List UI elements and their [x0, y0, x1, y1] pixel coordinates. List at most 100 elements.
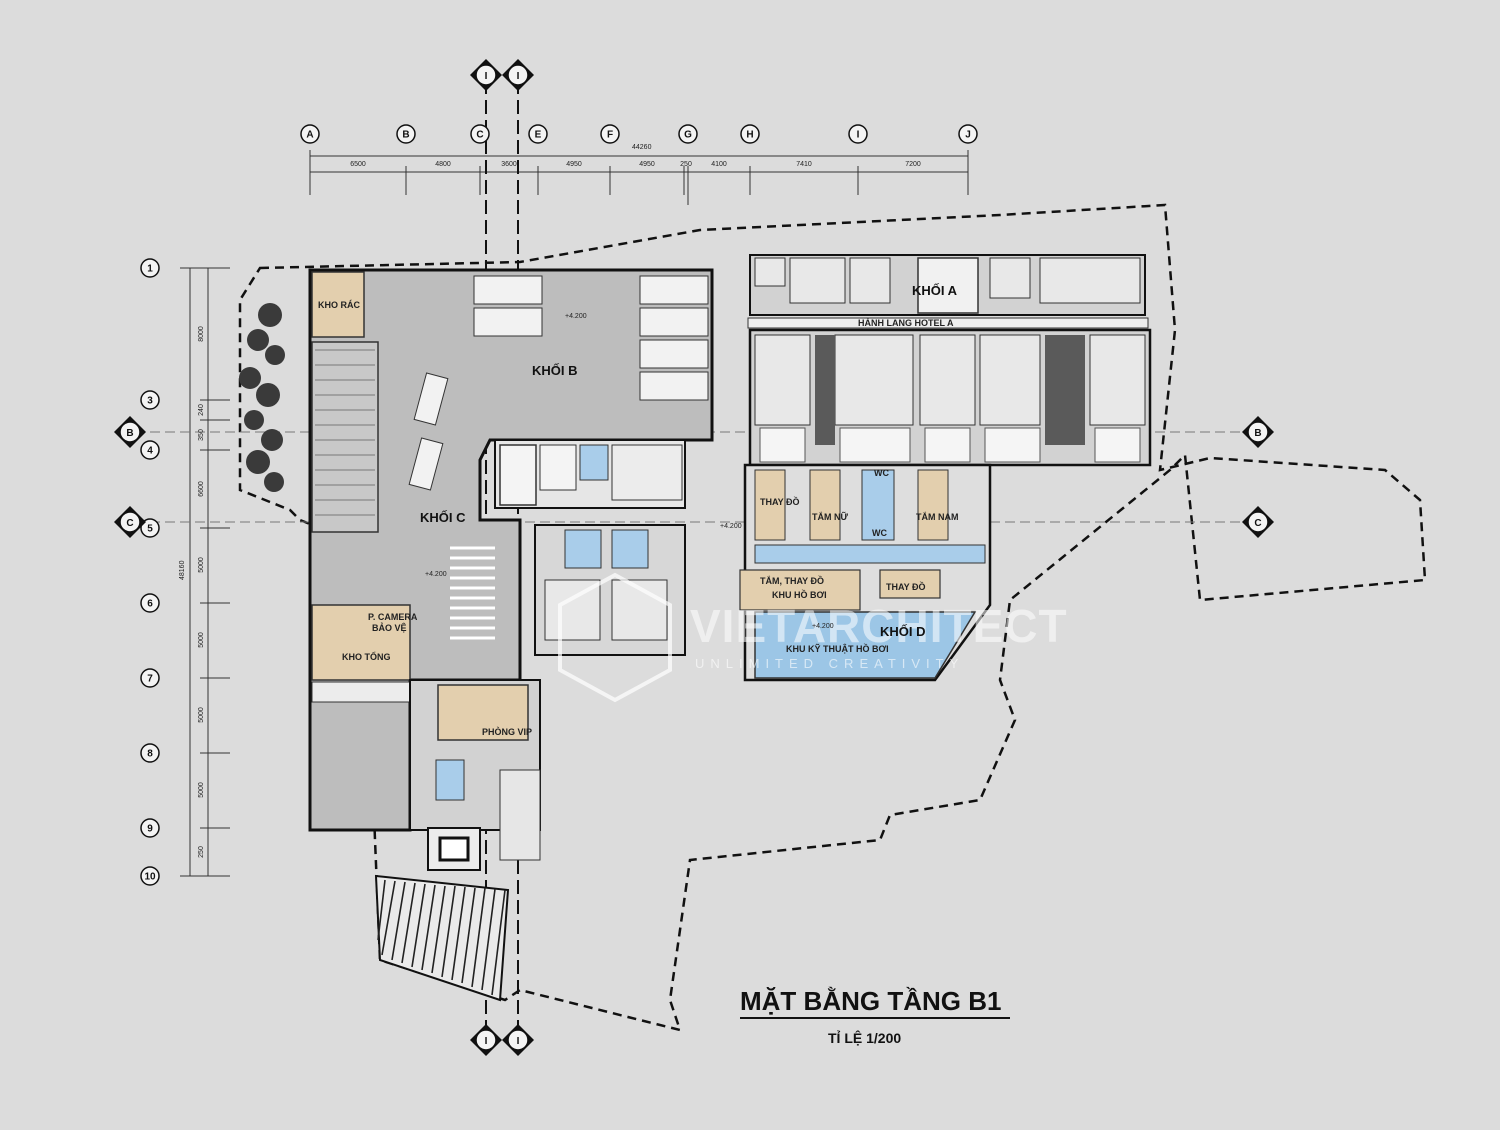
- section-marker-circle: [475, 1029, 497, 1051]
- room-label-hanh-lang: HÀNH LANG HOTEL A: [858, 318, 954, 328]
- grid-column-a-circle: [300, 124, 320, 144]
- section-marker-circle: [1247, 511, 1269, 533]
- section-marker-b: B: [114, 416, 146, 448]
- room-label-thay-do-1: THAY ĐỒ: [760, 496, 800, 507]
- grid-row-1-label: 1: [147, 264, 153, 275]
- grid-column-i: I: [848, 124, 868, 144]
- grid-column-i-circle: [848, 124, 868, 144]
- grid-column-f: F: [600, 124, 620, 144]
- section-marker-label: C: [126, 518, 133, 529]
- block-label-khoi-b: KHỐI B: [532, 363, 578, 378]
- column-dimension: 4950: [566, 161, 582, 168]
- grid-column-g-label: G: [684, 130, 692, 141]
- grid-row-1-circle: [140, 258, 160, 278]
- grid-row-10-label: 10: [144, 872, 156, 883]
- grid-row-9-label: 9: [147, 824, 153, 835]
- watermark-tagline: UNLIMITED CREATIVITY: [695, 656, 964, 671]
- section-marker-label: C: [1254, 518, 1261, 529]
- column-dimension: 4800: [435, 161, 451, 168]
- grid-row-7-circle: [140, 668, 160, 688]
- section-marker-i: I: [470, 1024, 502, 1056]
- watermark-name: VIETARCHITECT: [690, 600, 1068, 652]
- grid-column-j: J: [958, 124, 978, 144]
- room-label-phong-vip: PHÒNG VIP: [482, 726, 532, 737]
- section-marker-circle: [507, 1029, 529, 1051]
- watermark: VIETARCHITECT UNLIMITED CREATIVITY: [558, 572, 1068, 703]
- grid-row-3-label: 3: [147, 396, 153, 407]
- motorbike-parking: [450, 546, 495, 640]
- grid-column-b-label: B: [402, 130, 409, 141]
- grid-column-h: H: [740, 124, 760, 144]
- hatched-plaza: [374, 874, 510, 1002]
- grid-row-10: 10: [140, 866, 160, 886]
- room-label-wc-2: WC: [872, 528, 887, 538]
- grid-row-3: 3: [140, 390, 160, 410]
- parking-bays: [408, 275, 709, 491]
- row-dimension: 5000: [198, 557, 205, 573]
- column-dimension: 7200: [905, 161, 921, 168]
- column-dimension: 7410: [796, 161, 812, 168]
- room-phong-vip: [437, 684, 529, 741]
- grid-row-8-circle: [140, 743, 160, 763]
- row-dimension: 250: [198, 846, 205, 858]
- column-dimension: 4100: [711, 161, 727, 168]
- landscape-trees: [239, 303, 285, 492]
- suite-rooms: [534, 524, 686, 656]
- grid-row-5: 5: [140, 518, 160, 538]
- grid-column-j-circle: [958, 124, 978, 144]
- level-mark-core: +4.200: [720, 523, 742, 530]
- row-dimension: 5000: [198, 782, 205, 798]
- building-khoi-a: [747, 254, 1152, 467]
- section-marker-circle: [475, 64, 497, 86]
- section-marker-label: I: [517, 71, 520, 82]
- row-dimension: 350: [198, 429, 205, 441]
- room-kho-rac: [311, 271, 365, 338]
- section-marker-i: I: [502, 59, 534, 91]
- grid-column-e: E: [528, 124, 548, 144]
- room-label-tam-nam: TẮM NAM: [916, 512, 959, 522]
- section-marker-circle: [119, 511, 141, 533]
- room-label-kho-rac: KHO RÁC: [318, 300, 360, 310]
- grid-row-7: 7: [140, 668, 160, 688]
- grid-row-3-circle: [140, 390, 160, 410]
- section-marker-c: C: [1242, 506, 1274, 538]
- grid-column-e-circle: [528, 124, 548, 144]
- row-dimension: 8000: [198, 326, 205, 342]
- building-khoi-c-b: [308, 268, 714, 832]
- grid-row-1: 1: [140, 258, 160, 278]
- row-dimension-lines: [180, 267, 230, 877]
- grid-row-6-label: 6: [147, 599, 153, 610]
- grid-column-h-label: H: [746, 130, 753, 141]
- grid-row-9: 9: [140, 818, 160, 838]
- total-height-dimension: 48160: [179, 560, 186, 580]
- lower-service-area: [409, 679, 541, 871]
- room-label-wc-1: WC: [874, 468, 889, 478]
- grid-row-6: 6: [140, 593, 160, 613]
- grid-row-5-circle: [140, 518, 160, 538]
- grid-column-f-circle: [600, 124, 620, 144]
- column-dimension: 3600: [501, 161, 517, 168]
- grid-column-c-label: C: [476, 130, 483, 141]
- column-dimension-lines: [309, 150, 969, 205]
- grid-column-g: G: [678, 124, 698, 144]
- drawing-title: MẶT BẰNG TẦNG B1: [740, 986, 1001, 1016]
- row-dimension: 5000: [198, 632, 205, 648]
- grid-column-b-circle: [396, 124, 416, 144]
- room-kho-tong: [311, 604, 411, 681]
- section-marker-label: B: [126, 428, 133, 439]
- room-label-khu-ho-boi: KHU HỒ BƠI: [772, 589, 827, 600]
- block-label-khoi-c: KHỐI C: [420, 510, 466, 525]
- row-dimension: 6600: [198, 481, 205, 497]
- central-core: [494, 439, 686, 509]
- column-dimension: 250: [680, 161, 692, 168]
- block-label-khoi-a: KHỐI A: [912, 283, 958, 298]
- section-marker-circle: [1247, 421, 1269, 443]
- row-dimension: 5000: [198, 707, 205, 723]
- building-khoi-d: [739, 463, 992, 682]
- grid-column-f-label: F: [607, 130, 613, 141]
- grid-row-6-circle: [140, 593, 160, 613]
- level-mark-c: +4.200: [425, 571, 447, 578]
- section-marker-label: B: [1254, 428, 1261, 439]
